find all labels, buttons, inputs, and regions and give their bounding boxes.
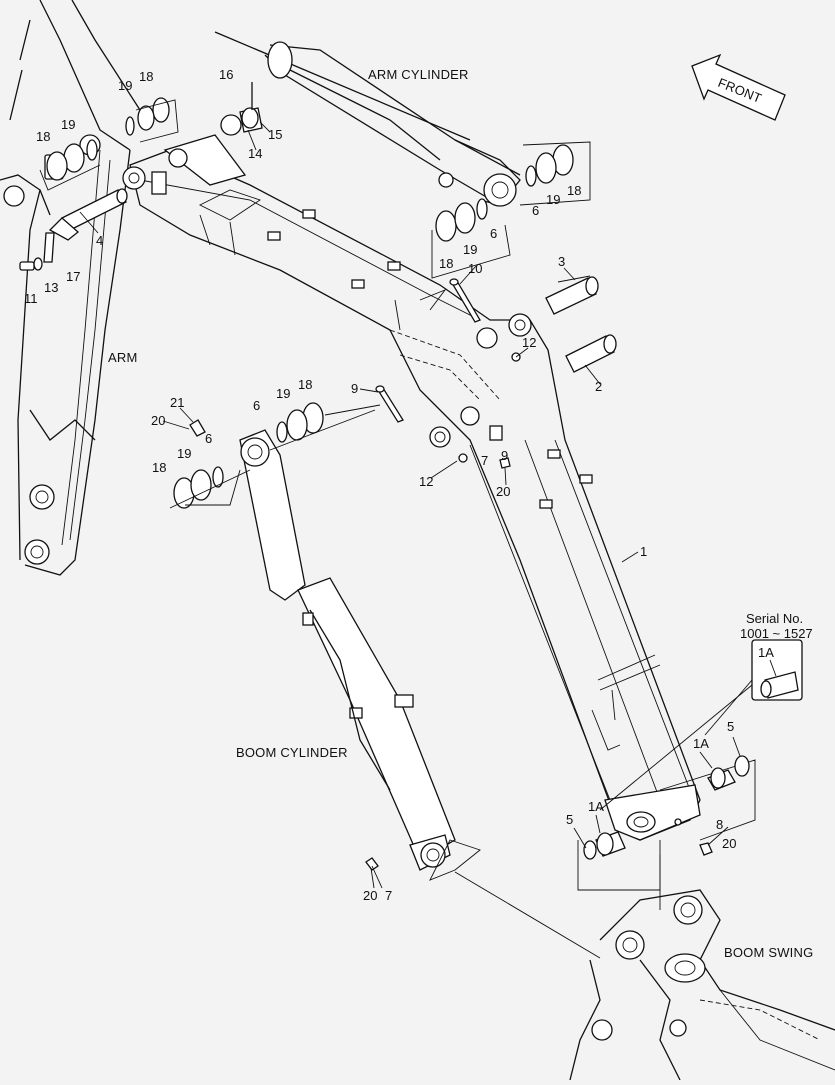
- callout: 7: [385, 888, 392, 903]
- callout: 20: [151, 413, 165, 428]
- callout: 18: [139, 69, 153, 84]
- callout: 19: [177, 446, 191, 461]
- bushing-14-15: [220, 82, 263, 136]
- callout: 15: [268, 127, 282, 142]
- arm-cylinder: [214, 31, 521, 207]
- washer-stack-top-right: [519, 141, 591, 206]
- callout: 20: [496, 484, 510, 499]
- callout: 13: [44, 280, 58, 295]
- boom-swing-assembly: [429, 839, 835, 1081]
- boom-foot-bushings: [577, 755, 756, 891]
- callout: 19: [546, 192, 560, 207]
- callout: 12: [419, 474, 433, 489]
- callout: 6: [253, 398, 260, 413]
- callout: 19: [463, 242, 477, 257]
- callout: 18: [152, 460, 166, 475]
- boom-structure: [122, 134, 701, 841]
- pin-2: [565, 334, 617, 373]
- callout: 3: [558, 254, 565, 269]
- callout: 18: [567, 183, 581, 198]
- callout: 18: [36, 129, 50, 144]
- callout: 11: [24, 291, 38, 306]
- callout: 17: [66, 269, 80, 284]
- front-arrow: FRONT: [691, 53, 786, 121]
- callout: 1A: [758, 645, 774, 660]
- leader-lines: [162, 121, 777, 889]
- callout: 6: [490, 226, 497, 241]
- callout: 10: [468, 261, 482, 276]
- boom-cylinder: [239, 429, 456, 871]
- callout: 8: [716, 817, 723, 832]
- callout: 14: [248, 146, 262, 161]
- pin-3: [545, 276, 599, 315]
- callout: 19: [276, 386, 290, 401]
- callout: 5: [727, 719, 734, 734]
- bolt-11-washer-13-plate-17: [19, 232, 55, 271]
- callout: 1A: [693, 736, 709, 751]
- serial-label: Serial No.: [746, 611, 803, 626]
- boom-swing-caption: BOOM SWING: [724, 945, 813, 960]
- callout: 5: [566, 812, 573, 827]
- callout: 20: [722, 836, 736, 851]
- arm-cylinder-caption: ARM CYLINDER: [368, 67, 469, 82]
- serial-range: 1001 ~ 1527: [740, 626, 813, 641]
- arm-caption: ARM: [108, 350, 138, 365]
- washer-stack-mid-left: [39, 139, 101, 191]
- callout: 4: [96, 233, 103, 248]
- callout: 1: [640, 544, 647, 559]
- callout-numbers: 1 1A 1A 1A 2 3 4 5 5 6 6 6 6 7 7 8 9 9 1…: [24, 67, 774, 903]
- callout: 6: [532, 203, 539, 218]
- callout: 19: [118, 78, 132, 93]
- boom-cylinder-caption: BOOM CYLINDER: [236, 745, 348, 760]
- callout: 9: [501, 448, 508, 463]
- callout: 12: [522, 335, 536, 350]
- callout: 16: [219, 67, 233, 82]
- washer-stack-center: [269, 402, 381, 451]
- callout: 18: [298, 377, 312, 392]
- washer-stack-mid-right: [431, 198, 511, 279]
- callout: 7: [481, 453, 488, 468]
- bolt-10: [449, 278, 481, 323]
- serial-callout: [599, 639, 803, 811]
- callout: 20: [363, 888, 377, 903]
- callout: 21: [170, 395, 184, 410]
- washer-stack-top-left: [125, 97, 179, 143]
- callout: 9: [351, 381, 358, 396]
- small-fasteners: [189, 352, 713, 871]
- callout: 6: [205, 431, 212, 446]
- callout: 18: [439, 256, 453, 271]
- washer-stack-bottom-left: [169, 466, 251, 509]
- pin-9: [375, 385, 404, 423]
- callout: 19: [61, 117, 75, 132]
- callout: 1A: [588, 799, 604, 814]
- pin-4: [48, 188, 128, 241]
- callout: 2: [595, 379, 602, 394]
